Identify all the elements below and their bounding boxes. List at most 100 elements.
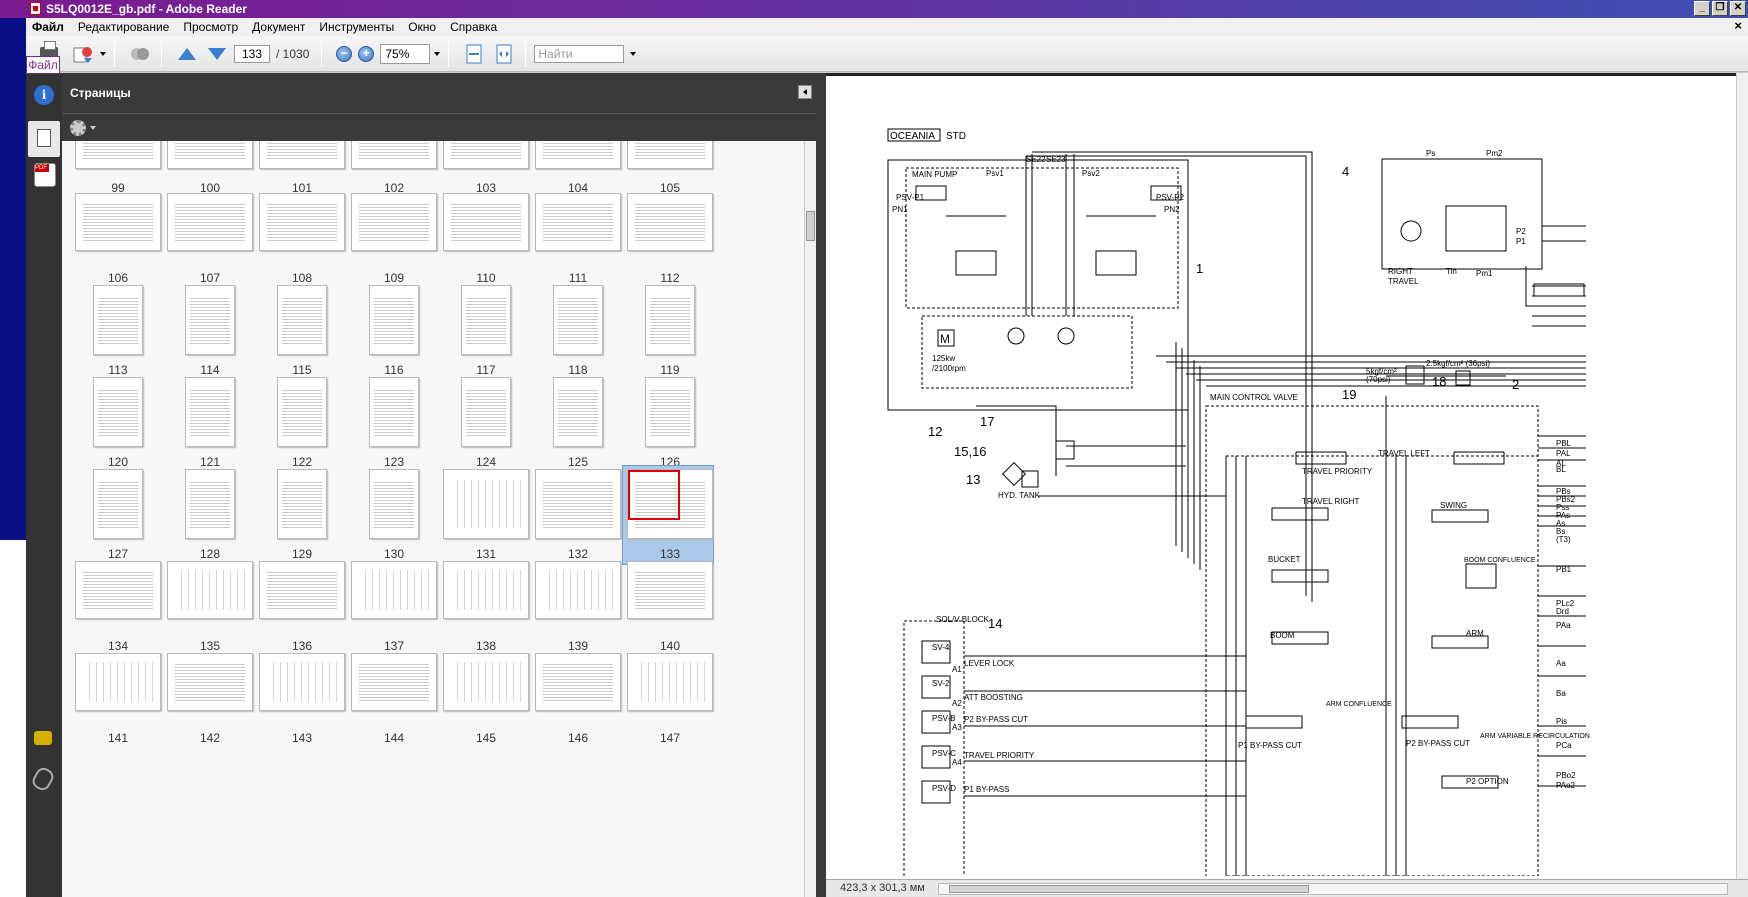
page-thumbnail[interactable] <box>443 193 529 251</box>
next-page-button[interactable] <box>204 41 230 67</box>
page-thumbnail[interactable] <box>461 285 511 355</box>
minimize-button[interactable]: _ <box>1694 1 1710 16</box>
menu-edit[interactable]: Редактирование <box>77 20 170 34</box>
page-thumbnail[interactable] <box>185 469 235 539</box>
page-thumbnail[interactable] <box>185 285 235 355</box>
search-input[interactable]: Найти <box>534 44 625 63</box>
page-thumbnail[interactable] <box>259 653 345 711</box>
page-thumbnail[interactable] <box>645 285 695 355</box>
fit-width-button[interactable] <box>491 41 517 67</box>
paperclip-icon[interactable] <box>29 764 57 794</box>
page-thumbnail[interactable] <box>351 141 437 169</box>
menu-help[interactable]: Справка <box>450 20 498 34</box>
page-thumbnail[interactable] <box>351 653 437 711</box>
thumbnail-content <box>82 662 154 702</box>
label-pm2: Pm2 <box>1486 149 1503 158</box>
previous-page-button[interactable] <box>174 41 200 67</box>
collaborate-button[interactable] <box>127 41 153 67</box>
page-thumbnail[interactable] <box>535 469 621 539</box>
page-thumbnail[interactable] <box>259 141 345 169</box>
attachments-pdf-icon[interactable] <box>34 163 56 187</box>
menu-window[interactable]: Окно <box>408 20 437 34</box>
page-thumbnail[interactable] <box>277 469 327 539</box>
page-thumbnail[interactable] <box>627 141 713 169</box>
page-thumbnail[interactable] <box>185 377 235 447</box>
search-dropdown-icon[interactable] <box>630 51 637 56</box>
page-thumbnail[interactable] <box>461 377 511 447</box>
page-thumbnail[interactable] <box>167 193 253 251</box>
port-label: AL <box>1556 459 1566 468</box>
page-thumbnail[interactable] <box>443 141 529 169</box>
page-thumbnail[interactable] <box>443 469 529 539</box>
collapse-panel-button[interactable] <box>798 85 812 99</box>
page-thumbnail[interactable] <box>167 561 253 619</box>
label-n13: 13 <box>966 472 980 487</box>
share-button[interactable] <box>70 41 96 67</box>
page-thumbnail[interactable] <box>553 377 603 447</box>
comments-icon[interactable] <box>34 731 52 745</box>
maximize-button[interactable]: ❐ <box>1712 1 1728 16</box>
share-dropdown-icon[interactable] <box>100 51 106 56</box>
page-thumbnail[interactable] <box>351 193 437 251</box>
pages-panel-icon[interactable] <box>28 121 60 157</box>
page-number-input[interactable]: 133 <box>234 44 270 63</box>
info-icon[interactable]: i <box>34 85 54 105</box>
thumbnail-page-number: 135 <box>199 639 221 653</box>
zoom-out-button[interactable]: − <box>336 45 353 62</box>
document-scrollbar[interactable] <box>1736 73 1748 879</box>
options-dropdown-icon[interactable] <box>90 126 96 130</box>
thumbnail-content <box>450 570 522 610</box>
page-thumbnail[interactable] <box>93 285 143 355</box>
page-thumbnail[interactable] <box>369 469 419 539</box>
page-thumbnail[interactable] <box>93 469 143 539</box>
page-thumbnail[interactable] <box>259 193 345 251</box>
page-thumbnail[interactable] <box>277 377 327 447</box>
page-thumbnail[interactable] <box>553 285 603 355</box>
menu-view[interactable]: Просмотр <box>183 20 239 34</box>
page-thumbnail[interactable] <box>627 193 713 251</box>
page-thumbnail[interactable] <box>535 561 621 619</box>
page-thumbnail[interactable] <box>535 653 621 711</box>
page-thumbnail[interactable] <box>167 141 253 169</box>
title-bar[interactable]: S5LQ0012E_gb.pdf - Adobe Reader _ ❐ ✕ <box>0 0 1748 18</box>
thumbnail-content <box>450 480 522 528</box>
page-thumbnail[interactable] <box>351 561 437 619</box>
page-thumbnail[interactable] <box>627 653 713 711</box>
page-thumbnail[interactable] <box>369 377 419 447</box>
page-thumbnail[interactable] <box>93 377 143 447</box>
menu-tools[interactable]: Инструменты <box>319 20 395 34</box>
fit-page-button[interactable] <box>461 41 487 67</box>
close-button[interactable]: ✕ <box>1730 1 1746 16</box>
page-thumbnail[interactable] <box>75 653 161 711</box>
menu-document[interactable]: Документ <box>252 20 306 34</box>
page-thumbnail[interactable] <box>443 561 529 619</box>
page-thumbnail[interactable] <box>259 561 345 619</box>
page-thumbnail[interactable] <box>75 561 161 619</box>
page-thumbnail[interactable] <box>277 285 327 355</box>
page-thumbnail[interactable] <box>167 653 253 711</box>
close-document-icon[interactable]: × <box>1734 18 1742 33</box>
page-thumbnail[interactable] <box>443 653 529 711</box>
panel-splitter[interactable] <box>816 73 826 897</box>
document-hscrollbar[interactable]: 423,3 x 301,3 мм <box>826 879 1748 897</box>
zoom-in-button[interactable]: + <box>358 45 375 62</box>
thumbnail-page-number: 107 <box>199 271 221 285</box>
menu-file[interactable]: Файл <box>32 20 64 34</box>
document-page[interactable]: OCEANIA STD MAIN PUMP Psv1 Psv2 SE22 SE2… <box>826 73 1736 883</box>
hscroll-track[interactable] <box>938 883 1728 895</box>
page-thumbnail[interactable] <box>75 141 161 169</box>
page-thumbnail[interactable] <box>535 193 621 251</box>
hscroll-thumb[interactable] <box>949 885 1309 893</box>
thumbnail-scrollbar[interactable] <box>804 141 816 897</box>
zoom-level-select[interactable]: 75% <box>380 43 431 64</box>
page-thumbnail[interactable] <box>369 285 419 355</box>
zoom-dropdown-icon[interactable] <box>434 51 441 56</box>
page-thumbnail[interactable] <box>627 561 713 619</box>
gear-icon[interactable] <box>70 120 86 136</box>
thumbnail-content <box>189 480 231 528</box>
page-thumbnail[interactable] <box>75 193 161 251</box>
visible-area-frame[interactable] <box>628 470 680 520</box>
page-thumbnail[interactable] <box>535 141 621 169</box>
page-thumbnail[interactable] <box>645 377 695 447</box>
scrollbar-thumb[interactable] <box>806 211 815 241</box>
